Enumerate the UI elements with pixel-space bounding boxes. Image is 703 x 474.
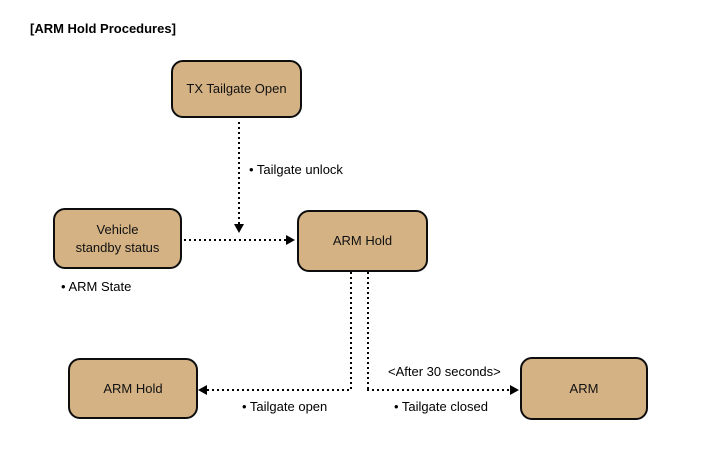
connector-tailgate-unlock-line (238, 122, 240, 224)
node-arm: ARM (520, 357, 648, 420)
node-arm-hold-bottom-label: ARM Hold (103, 380, 163, 396)
node-arm-hold-center-label: ARM Hold (332, 233, 393, 249)
edge-label-tailgate-closed: • Tailgate closed (394, 399, 488, 414)
node-arm-hold-center: ARM Hold (297, 210, 428, 272)
arrowhead-right-bottom-icon (510, 385, 519, 395)
connector-armhold-down-left-line (350, 272, 352, 391)
node-arm-hold-bottom: ARM Hold (68, 358, 198, 419)
edge-label-after-30-seconds: <After 30 seconds> (388, 364, 501, 379)
node-tx-tailgate-open-label: TX Tailgate Open (186, 81, 287, 97)
diagram-title: [ARM Hold Procedures] (30, 21, 176, 36)
edge-label-tailgate-open: • Tailgate open (242, 399, 328, 414)
arrowhead-left-icon (198, 385, 207, 395)
node-vehicle-standby-status-label-line1: Vehicle (96, 221, 139, 237)
node-vehicle-standby-status: Vehicle standby status (53, 208, 182, 269)
node-arm-label: ARM (569, 380, 599, 396)
node-tx-tailgate-open: TX Tailgate Open (171, 60, 302, 118)
edge-label-arm-state: • ARM State (61, 279, 132, 294)
arrowhead-down-icon (234, 224, 244, 233)
connector-tailgate-open-line (207, 389, 352, 391)
connector-tailgate-closed-line (367, 389, 510, 391)
edge-label-tailgate-unlock: • Tailgate unlock (249, 162, 343, 177)
node-vehicle-standby-status-label-line2: standby status (75, 239, 160, 255)
connector-armhold-down-right-line (367, 272, 369, 391)
connector-standby-to-armhold-line (184, 239, 286, 241)
arrowhead-right-icon (286, 235, 295, 245)
